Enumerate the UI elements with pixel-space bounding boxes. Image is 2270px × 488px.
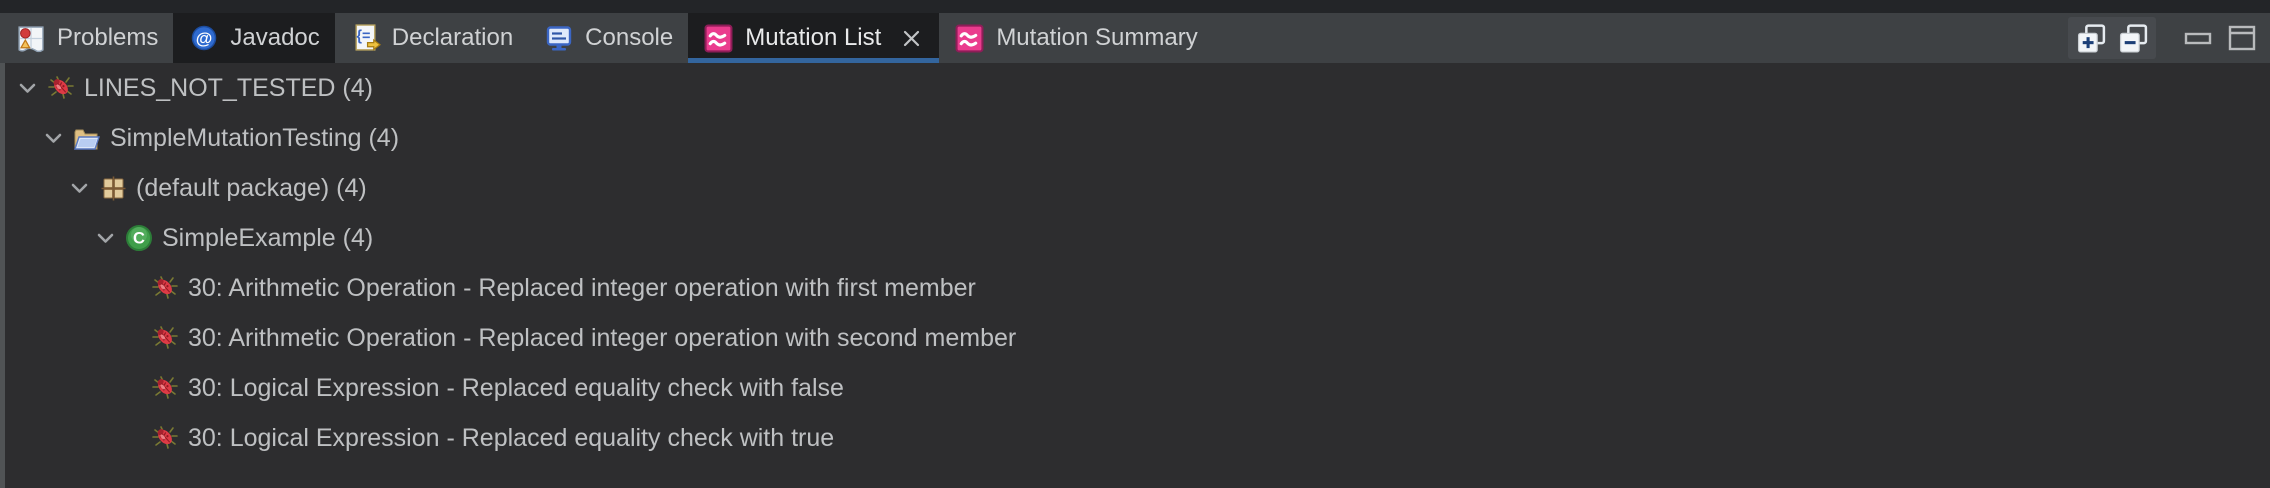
tab-label: Console bbox=[585, 24, 674, 51]
tree-row-lines-not-tested[interactable]: LINES_NOT_TESTED (4) bbox=[0, 63, 2270, 113]
class-icon bbox=[124, 223, 154, 253]
minimize-icon[interactable] bbox=[2180, 20, 2216, 56]
mutation-icon bbox=[954, 23, 985, 54]
tree-row-mutation[interactable]: 30: Arithmetic Operation - Replaced inte… bbox=[0, 263, 2270, 313]
tab-javadoc[interactable]: Javadoc bbox=[173, 13, 335, 63]
tab-label: Declaration bbox=[391, 24, 514, 51]
tab-label: Mutation List bbox=[745, 24, 882, 51]
declaration-icon bbox=[350, 23, 381, 54]
view-tab-bar: Problems Javadoc Declaration Console Mut… bbox=[0, 13, 2270, 63]
tree-row-label: SimpleExample (4) bbox=[162, 223, 374, 252]
tab-mutation-summary[interactable]: Mutation Summary bbox=[939, 13, 1212, 63]
bug-icon bbox=[150, 423, 180, 453]
tree-row-package[interactable]: (default package) (4) bbox=[0, 163, 2270, 213]
maximize-icon[interactable] bbox=[2224, 20, 2260, 56]
expand-all-icon[interactable] bbox=[2074, 21, 2108, 55]
tab-declaration[interactable]: Declaration bbox=[335, 13, 528, 63]
tree-row-mutation[interactable]: 30: Arithmetic Operation - Replaced inte… bbox=[0, 313, 2270, 363]
tab-label: Problems bbox=[57, 24, 159, 51]
javadoc-icon bbox=[188, 23, 219, 54]
mutation-tree-panel: LINES_NOT_TESTED (4) SimpleMutationTesti… bbox=[0, 63, 2270, 488]
active-tab-underline bbox=[688, 58, 940, 63]
tab-label: Mutation Summary bbox=[996, 24, 1198, 51]
chevron-down-icon[interactable] bbox=[88, 221, 122, 255]
problems-icon bbox=[15, 23, 46, 54]
tree-row-label: 30: Logical Expression - Replaced equali… bbox=[188, 373, 844, 402]
close-icon[interactable] bbox=[898, 25, 924, 51]
tree-row-project[interactable]: SimpleMutationTesting (4) bbox=[0, 113, 2270, 163]
bug-icon bbox=[150, 373, 180, 403]
collapse-all-icon[interactable] bbox=[2116, 21, 2150, 55]
package-icon bbox=[98, 173, 128, 203]
bug-icon bbox=[150, 323, 180, 353]
tree-row-label: (default package) (4) bbox=[136, 173, 367, 202]
tree-row-label: SimpleMutationTesting (4) bbox=[110, 123, 400, 152]
tree-row-mutation[interactable]: 30: Logical Expression - Replaced equali… bbox=[0, 413, 2270, 463]
tabbar-spacer bbox=[1213, 13, 2068, 63]
mutation-icon bbox=[703, 23, 734, 54]
tree-row-label: 30: Arithmetic Operation - Replaced inte… bbox=[188, 323, 1017, 352]
bug-icon bbox=[150, 273, 180, 303]
tree-row-mutation[interactable]: 30: Logical Expression - Replaced equali… bbox=[0, 363, 2270, 413]
tree-row-label: LINES_NOT_TESTED (4) bbox=[84, 73, 373, 102]
tab-mutation-list[interactable]: Mutation List bbox=[688, 13, 940, 63]
panel-left-edge bbox=[0, 63, 5, 488]
chevron-down-icon[interactable] bbox=[36, 121, 70, 155]
tree-toolbar-segment bbox=[2068, 17, 2156, 59]
tab-problems[interactable]: Problems bbox=[0, 13, 173, 63]
folder-icon bbox=[72, 123, 102, 153]
console-icon bbox=[543, 23, 574, 54]
bug-icon bbox=[46, 73, 76, 103]
tree-row-class[interactable]: SimpleExample (4) bbox=[0, 213, 2270, 263]
tab-console[interactable]: Console bbox=[528, 13, 688, 63]
view-toolbar bbox=[2068, 13, 2270, 63]
chevron-down-icon[interactable] bbox=[10, 71, 44, 105]
window-top-edge bbox=[0, 0, 2270, 13]
tree-row-label: 30: Arithmetic Operation - Replaced inte… bbox=[188, 273, 976, 302]
mutation-tree: LINES_NOT_TESTED (4) SimpleMutationTesti… bbox=[0, 63, 2270, 463]
tab-label: Javadoc bbox=[230, 24, 320, 51]
chevron-down-icon[interactable] bbox=[62, 171, 96, 205]
tree-row-label: 30: Logical Expression - Replaced equali… bbox=[188, 423, 835, 452]
